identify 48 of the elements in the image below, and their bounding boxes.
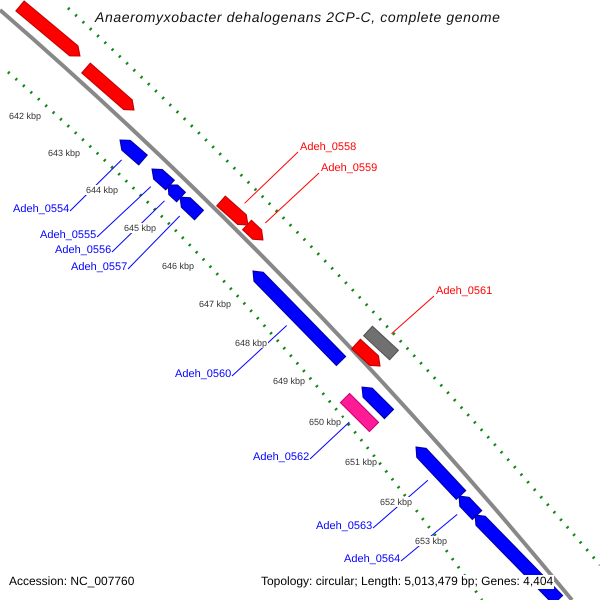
gene-label: Adeh_0560 — [175, 368, 232, 381]
scale-label: 652 kbp — [379, 497, 414, 508]
gene-label: Adeh_0556 — [55, 244, 112, 257]
leader-line — [128, 216, 180, 270]
gene-block — [340, 392, 380, 432]
gene-label: Adeh_0558 — [300, 141, 356, 154]
gene-block — [216, 195, 249, 226]
leader-line — [96, 186, 152, 238]
scale-label: 651 kbp — [344, 457, 378, 468]
gene-label: Adeh_0557 — [71, 261, 128, 274]
gene-block — [458, 495, 482, 520]
gene-block — [415, 446, 466, 500]
gene-label: Adeh_0554 — [13, 203, 70, 216]
leader-line — [391, 296, 434, 334]
gene-block — [362, 326, 400, 360]
gene-block — [350, 338, 381, 367]
scale-label: 643 kbp — [47, 148, 82, 158]
footer-text: Topology: circular; Length: 5,013,479 bp; Genes: 4,404 — [260, 575, 554, 589]
gene-block — [167, 184, 186, 202]
gene-block — [361, 386, 394, 420]
gene-block — [119, 139, 148, 166]
scale-label: 642 kbp — [8, 111, 42, 122]
scale-label: 647 kbp — [198, 299, 232, 310]
scale-label: 650 kbp — [308, 417, 342, 428]
gene-block — [81, 62, 135, 111]
gene-block — [15, 0, 81, 57]
gene-label: Adeh_0563 — [316, 520, 372, 533]
scale-label: 653 kbp — [414, 536, 448, 546]
gene-block — [242, 220, 264, 241]
gene-label: Adeh_0555 — [40, 229, 96, 242]
leader-line — [244, 152, 298, 204]
gene-label: Adeh_0564 — [344, 553, 400, 566]
scale-label: 646 kbp — [161, 261, 196, 272]
diagram-title: Anaeromyxobacter dehalogenans 2CP-C, complete genome — [95, 9, 501, 26]
scale-label: 648 kbp — [234, 338, 268, 348]
leader-line — [232, 325, 288, 376]
leader-line — [310, 422, 350, 460]
scale-label: 645 kbp — [123, 223, 158, 234]
gene-label: Adeh_0562 — [253, 451, 310, 464]
scale-label: 649 kbp — [272, 376, 306, 386]
gene-block — [151, 168, 176, 191]
gene-block — [252, 270, 346, 366]
gene-label: Adeh_0561 — [436, 285, 492, 298]
leader-line — [264, 172, 320, 224]
gene-label: Adeh_0559 — [321, 162, 378, 175]
gene-block — [179, 196, 204, 220]
scale-label: 644 kbp — [85, 185, 120, 196]
footer-text: Accession: NC_007760 — [8, 575, 136, 589]
